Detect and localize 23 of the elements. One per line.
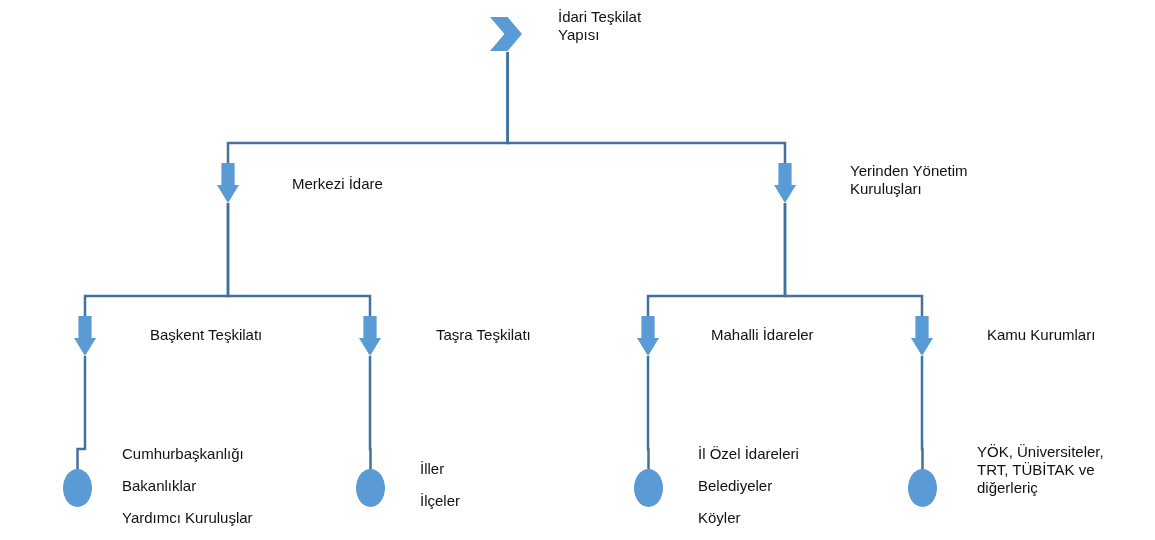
connector-line xyxy=(920,356,924,469)
item-label: Taşra Teşkilatı xyxy=(436,326,532,344)
item-label: Bakanlıklar xyxy=(122,477,198,495)
item-label: Yardımcı Kuruluşlar xyxy=(122,509,254,527)
connector-line xyxy=(506,52,787,163)
item-label: İlçeler xyxy=(420,492,461,510)
item-label: Cumhurbaşkanlığı xyxy=(122,445,245,463)
item-label: Yerinden Yönetim Kuruluşları xyxy=(850,162,969,198)
item-label: Mahalli İdareler xyxy=(711,326,815,344)
item-label: YÖK, Üniversiteler, TRT, TÜBİTAK ve diğerleriç xyxy=(977,443,1105,497)
item-label: Kamu Kurumları xyxy=(987,326,1097,344)
item-label: Köyler xyxy=(698,509,742,527)
item-label: Merkezi İdare xyxy=(292,175,384,193)
item-label: İdari Teşkilat Yapısı xyxy=(558,8,643,44)
connector-line xyxy=(368,356,372,469)
connector-line xyxy=(226,203,372,316)
item-label: İller xyxy=(420,460,446,478)
connector-line xyxy=(783,203,924,316)
connector-line xyxy=(76,356,87,469)
item-label: Başkent Teşkilatı xyxy=(150,326,264,344)
connector-line xyxy=(646,356,650,469)
item-label: İl Özel İdareleri xyxy=(698,445,800,463)
item-label: Belediyeler xyxy=(698,477,774,495)
